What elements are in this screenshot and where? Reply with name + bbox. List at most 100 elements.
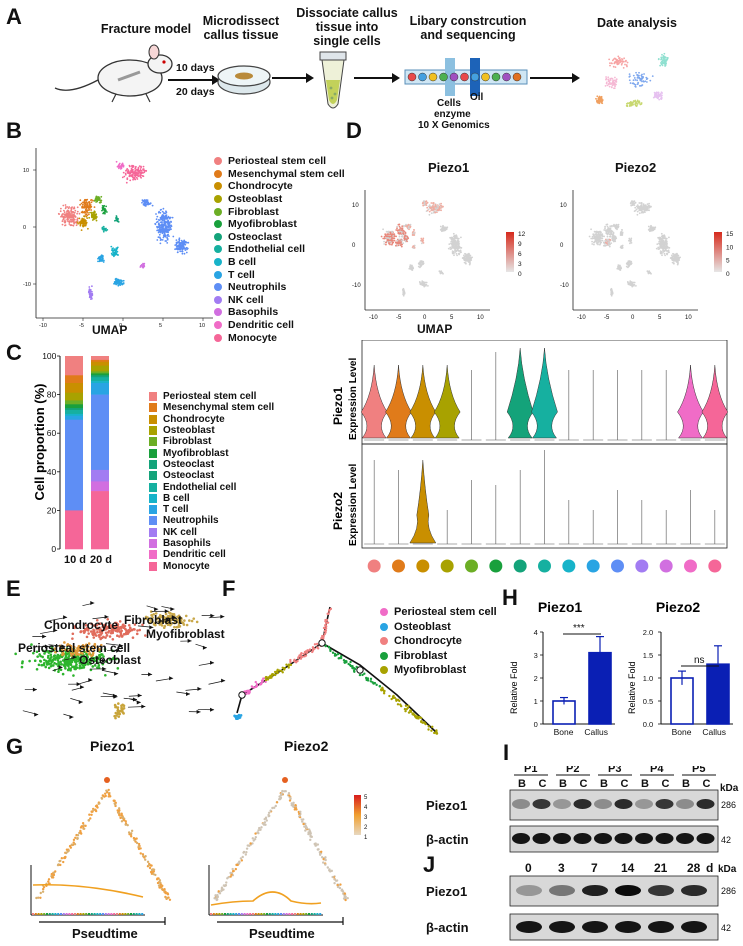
velocity-point — [90, 646, 93, 649]
trajectory-point — [316, 647, 320, 650]
velocity-arrowhead — [53, 628, 58, 633]
legend-swatch — [149, 516, 157, 526]
umap-point — [114, 219, 116, 222]
umap-point — [650, 205, 652, 208]
legend-label: T cell — [228, 268, 255, 281]
velocity-point — [61, 672, 65, 676]
umap-point — [101, 256, 104, 259]
umap-point — [605, 223, 608, 226]
days-10-label: 10 days — [176, 62, 215, 74]
umap-point — [78, 212, 81, 215]
violin-shape — [677, 364, 704, 439]
panel-label-a: A — [6, 4, 22, 29]
trajectory-point — [391, 695, 395, 698]
umap-point — [166, 237, 169, 240]
umap-point — [183, 252, 186, 255]
tsne-point — [636, 74, 639, 77]
legend-label: Chondrocyte — [228, 180, 293, 193]
umap-point — [405, 225, 407, 227]
umap-point — [113, 248, 116, 250]
umap-point — [132, 178, 134, 181]
umap-point — [383, 235, 386, 238]
umap-point — [630, 260, 633, 263]
umap-point — [121, 176, 124, 179]
velocity-point — [49, 653, 53, 657]
umap-point — [448, 243, 451, 245]
cluster-dot — [513, 559, 527, 573]
y-tick-label: -10 — [23, 282, 31, 288]
velocity-arrowhead — [34, 712, 39, 717]
color-scale-label: 12 — [518, 231, 526, 238]
umap-point — [67, 216, 69, 219]
umap-point — [161, 229, 164, 232]
tsne-point — [632, 74, 635, 77]
umap-point — [90, 199, 92, 201]
velocity-point — [65, 648, 69, 652]
umap-point — [65, 215, 68, 218]
legend-label: Fibroblast — [163, 436, 212, 448]
umap-point — [668, 247, 671, 249]
tsne-point — [609, 77, 612, 80]
umap-point — [154, 223, 157, 226]
umap-point — [131, 175, 134, 178]
umap-point — [658, 242, 660, 245]
umap-point — [666, 250, 668, 252]
velocity-point — [71, 637, 74, 640]
umap-point — [398, 225, 401, 228]
velocity-point — [55, 662, 58, 666]
umap-point — [158, 233, 161, 236]
velocity-point — [110, 629, 113, 633]
umap-point — [608, 245, 611, 248]
umap-point — [664, 254, 666, 257]
umap-point — [84, 201, 87, 204]
velocity-arrowhead — [119, 643, 124, 648]
umap-point — [633, 204, 636, 206]
umap-point — [160, 208, 163, 211]
umap-point — [68, 211, 71, 214]
umap-point — [89, 211, 91, 214]
umap-point — [421, 242, 423, 245]
legend-label: Osteoclast — [228, 230, 282, 243]
umap-point — [166, 242, 169, 244]
velocity-arrowhead — [78, 700, 83, 705]
umap-point — [606, 235, 609, 238]
tsne-point — [617, 59, 620, 62]
umap-point — [389, 240, 391, 243]
umap-point — [164, 229, 167, 232]
velocity-point — [114, 716, 117, 720]
umap-point — [104, 212, 106, 215]
velocity-point — [122, 626, 126, 630]
umap-point — [450, 238, 453, 240]
tsne-point — [612, 79, 614, 82]
tsne-point — [612, 65, 615, 68]
umap-point — [661, 239, 663, 241]
x-tick-label: -5 — [604, 315, 610, 321]
umap-point — [411, 267, 414, 270]
umap-point — [101, 209, 103, 212]
velocity-point — [149, 610, 153, 613]
velocity-point — [72, 665, 75, 669]
velocity-point — [132, 628, 136, 631]
bead — [512, 72, 522, 82]
velocity-point — [104, 636, 107, 639]
violin-ylabel-piezo1-line1: Piezo1 — [331, 387, 345, 425]
umap-point — [101, 226, 104, 229]
tsne-point — [659, 64, 662, 67]
umap-point — [77, 222, 79, 225]
umap-point — [450, 242, 452, 245]
umap-point — [608, 227, 610, 229]
velocity-point — [151, 616, 154, 619]
legend-item: Osteoblast — [149, 425, 274, 436]
umap-point — [428, 210, 431, 213]
tsne-point — [621, 62, 623, 65]
umap-point — [160, 216, 163, 218]
umap-point — [175, 247, 178, 250]
velocity-arrowhead — [196, 709, 201, 714]
velocity-point — [68, 648, 72, 651]
umap-point — [140, 174, 142, 177]
velocity-point — [96, 630, 99, 634]
umap-point — [143, 204, 146, 207]
umap-point — [162, 236, 165, 239]
umap-point — [116, 246, 119, 249]
velocity-point — [95, 634, 98, 637]
